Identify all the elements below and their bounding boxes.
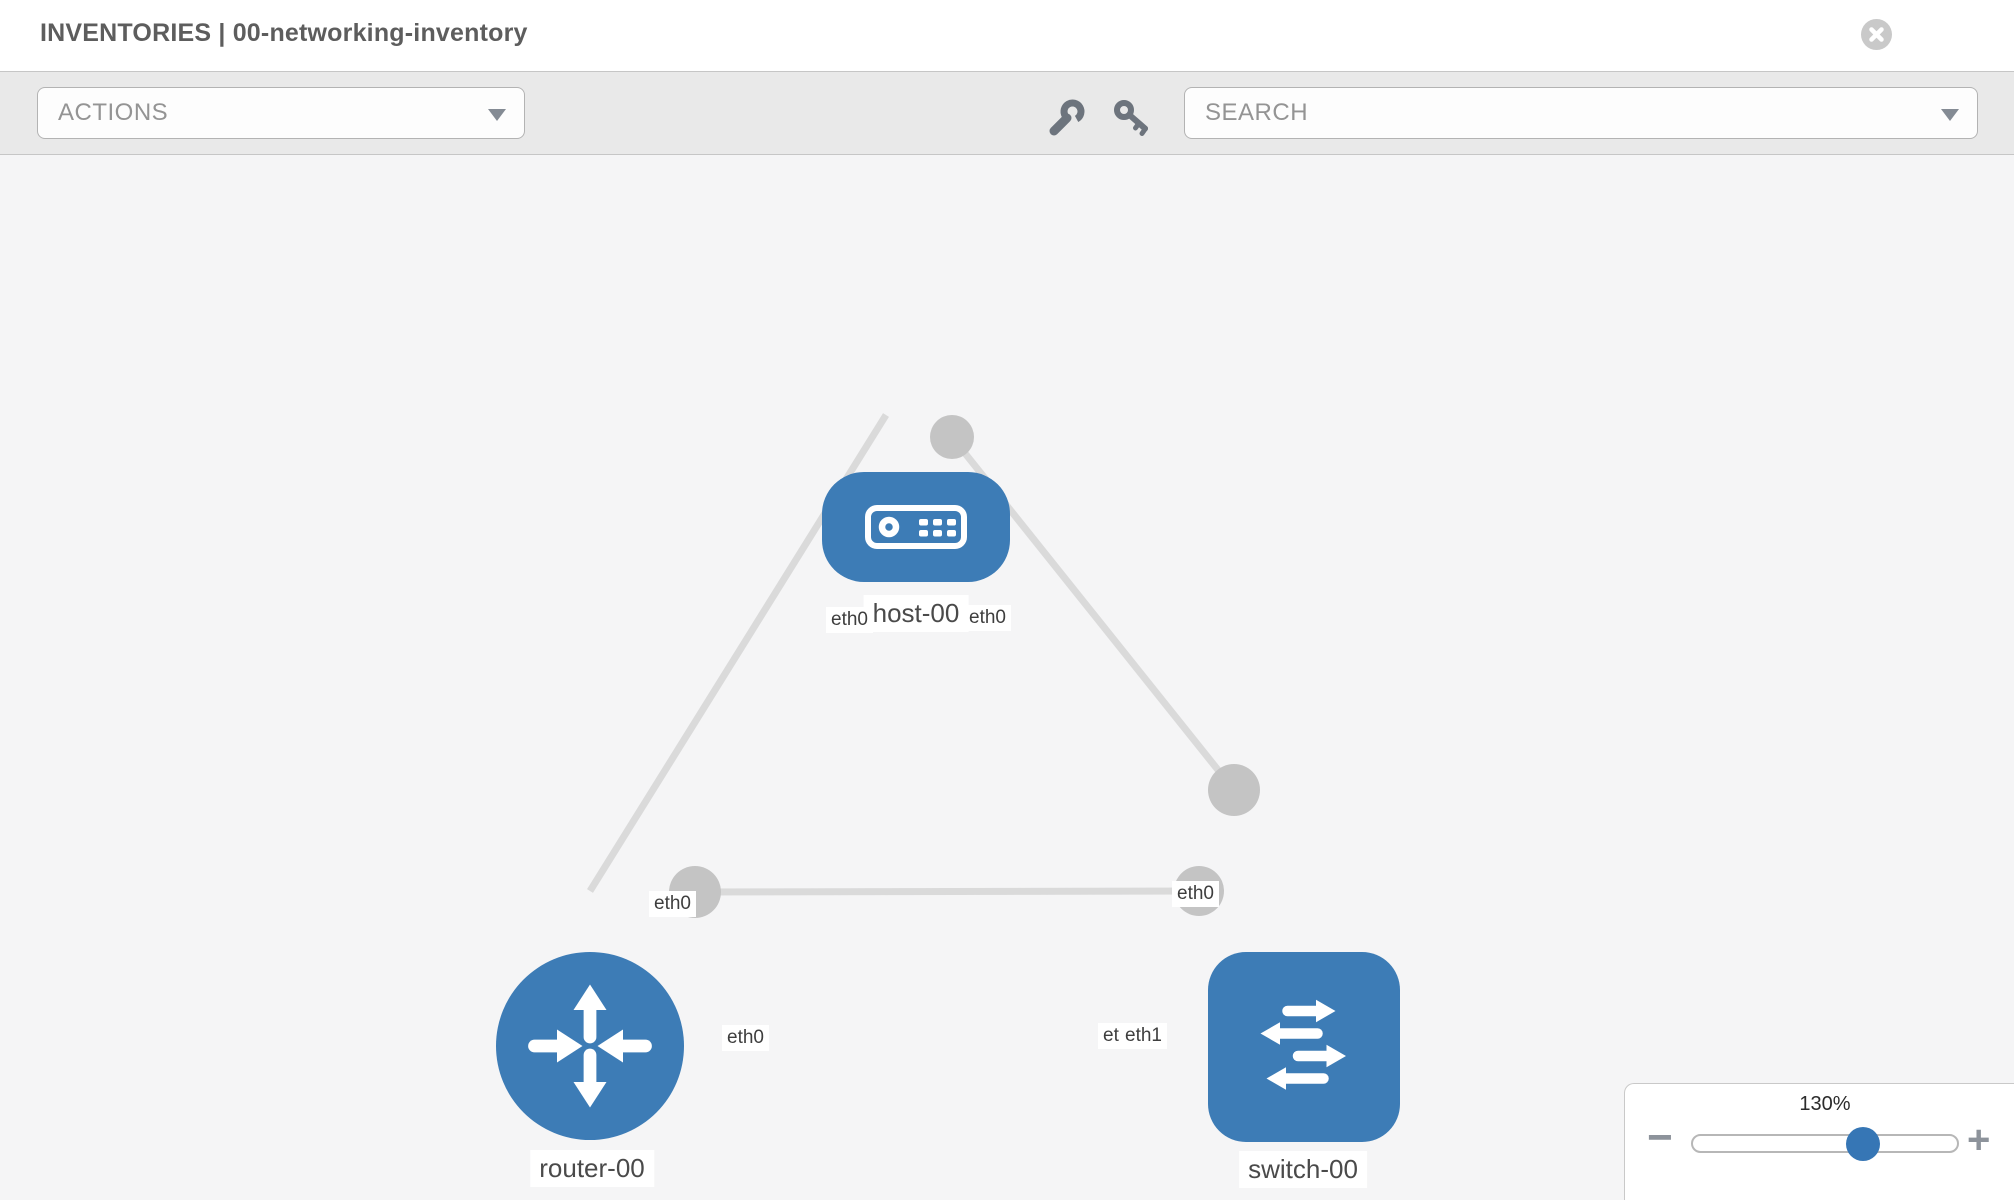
chevron-down-icon <box>1941 109 1959 121</box>
node-switch-00[interactable] <box>1208 952 1400 1142</box>
zoom-control-panel: 130% − + <box>1624 1083 2014 1200</box>
host-server-icon <box>865 505 967 549</box>
zoom-out-button[interactable]: − <box>1647 1113 1673 1162</box>
configure-button[interactable] <box>1046 98 1086 143</box>
port-label-switch-eth1-left: eth1 <box>1120 1023 1167 1049</box>
page-title: INVENTORIES | 00-networking-inventory <box>40 19 528 47</box>
topology-canvas[interactable]: host-00 router-00 switch-00 eth0 eth0 et… <box>0 155 2014 1200</box>
toolbar: ACTIONS SEARCH <box>0 71 2014 155</box>
key-icon <box>1114 100 1148 136</box>
zoom-level-value: 130% <box>1799 1093 1851 1115</box>
search-placeholder: SEARCH <box>1205 99 1309 126</box>
port-label-host-eth0-right: eth0 <box>964 605 1011 631</box>
chevron-down-icon <box>488 109 506 121</box>
actions-dropdown[interactable]: ACTIONS <box>37 87 525 139</box>
port-label-router-eth0-top: eth0 <box>649 891 696 917</box>
node-label-switch: switch-00 <box>1239 1151 1367 1188</box>
port-label-host-eth0-left: eth0 <box>826 607 873 633</box>
zoom-slider-track[interactable] <box>1691 1134 1959 1153</box>
credentials-button[interactable] <box>1112 98 1156 143</box>
port-host-eth0[interactable] <box>930 415 974 459</box>
router-arrows-icon <box>528 984 652 1108</box>
port-switch-eth0[interactable] <box>1208 764 1260 816</box>
port-label-switch-eth0-top: eth0 <box>1172 881 1219 907</box>
link-router-switch[interactable] <box>694 887 1200 896</box>
switch-arrows-icon <box>1260 999 1346 1090</box>
actions-dropdown-label: ACTIONS <box>58 99 169 126</box>
topology-links-layer <box>587 413 1260 918</box>
close-icon <box>1869 27 1884 42</box>
close-button[interactable] <box>1861 19 1892 50</box>
zoom-slider-thumb[interactable] <box>1846 1127 1880 1161</box>
wrench-icon <box>1049 99 1085 136</box>
port-label-router-eth0-right: eth0 <box>722 1025 769 1051</box>
node-router-00[interactable] <box>496 952 684 1140</box>
panel-header: INVENTORIES | 00-networking-inventory <box>0 0 2014 71</box>
node-label-router: router-00 <box>530 1150 654 1187</box>
node-label-host: host-00 <box>863 595 969 632</box>
zoom-in-button[interactable]: + <box>1967 1118 1991 1162</box>
node-host-00[interactable] <box>822 472 1010 582</box>
search-dropdown[interactable]: SEARCH <box>1184 87 1978 139</box>
